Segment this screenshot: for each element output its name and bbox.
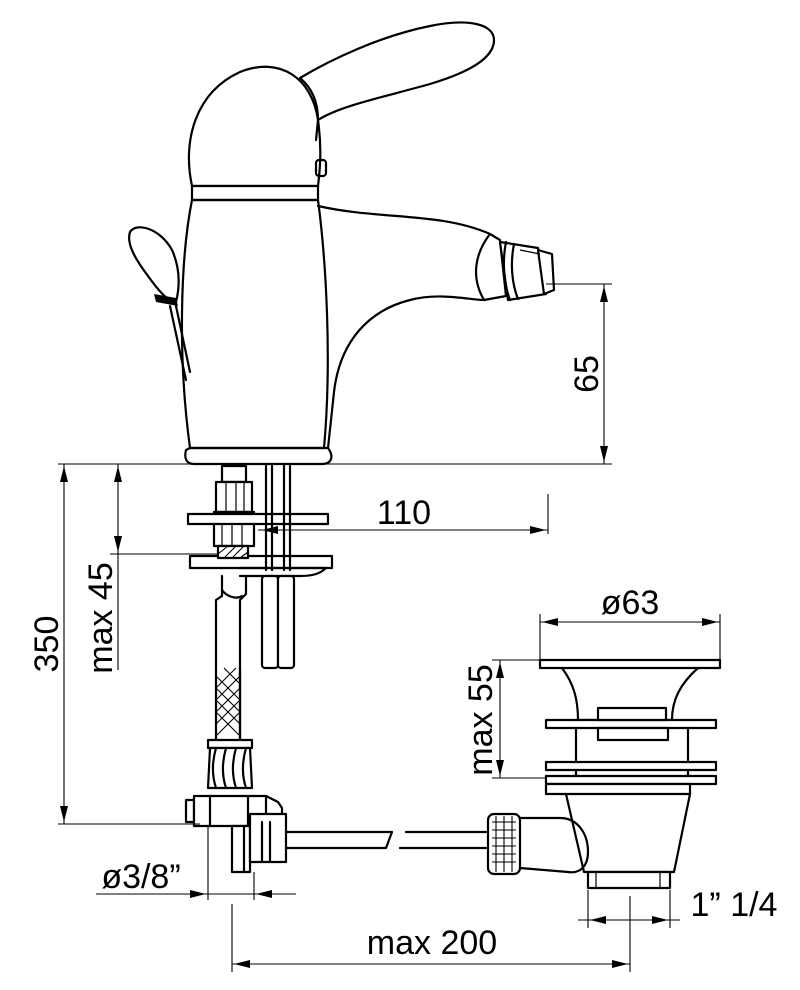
faucet-base bbox=[184, 446, 333, 466]
cap-band bbox=[190, 184, 320, 202]
label-spout-height: 65 bbox=[568, 355, 606, 393]
spout bbox=[316, 204, 508, 450]
label-rod-length: max 200 bbox=[367, 924, 497, 962]
waste-flange bbox=[538, 658, 722, 670]
hose-braid bbox=[215, 667, 241, 737]
spout-inner-curve bbox=[475, 232, 492, 302]
bottom-plate bbox=[188, 554, 334, 570]
label-waste-diameter: ø63 bbox=[601, 584, 660, 622]
label-spout-reach: 110 bbox=[377, 494, 431, 532]
underdeck-assembly bbox=[184, 464, 488, 874]
cap-pin bbox=[314, 158, 328, 178]
faucet-assembly bbox=[128, 21, 556, 466]
dimension-lines bbox=[58, 283, 721, 972]
popup-waste bbox=[486, 658, 722, 890]
stud-nut-right bbox=[276, 574, 296, 670]
label-deck-thickness: max 45 bbox=[82, 562, 120, 674]
label-pipe-diameter: ø3/8” bbox=[101, 858, 180, 896]
label-waste-thread: 1” 1/4 bbox=[691, 886, 778, 924]
popup-rod bbox=[284, 830, 394, 850]
dimension-labels: 65 110 max 45 350 ø3/8” max 200 ø63 max … bbox=[28, 355, 777, 962]
lever-handle bbox=[298, 21, 496, 122]
waste-side-arm bbox=[518, 816, 590, 874]
faucet-body bbox=[180, 198, 329, 450]
spout-aerator bbox=[498, 240, 556, 302]
label-waste-height: max 55 bbox=[462, 664, 500, 776]
top-washer bbox=[186, 512, 330, 526]
cartridge-cap bbox=[187, 65, 322, 188]
popup-knob bbox=[128, 226, 192, 382]
label-total-height: 350 bbox=[28, 616, 66, 673]
stud-nut-left bbox=[260, 574, 280, 670]
shank-nut bbox=[214, 480, 254, 514]
